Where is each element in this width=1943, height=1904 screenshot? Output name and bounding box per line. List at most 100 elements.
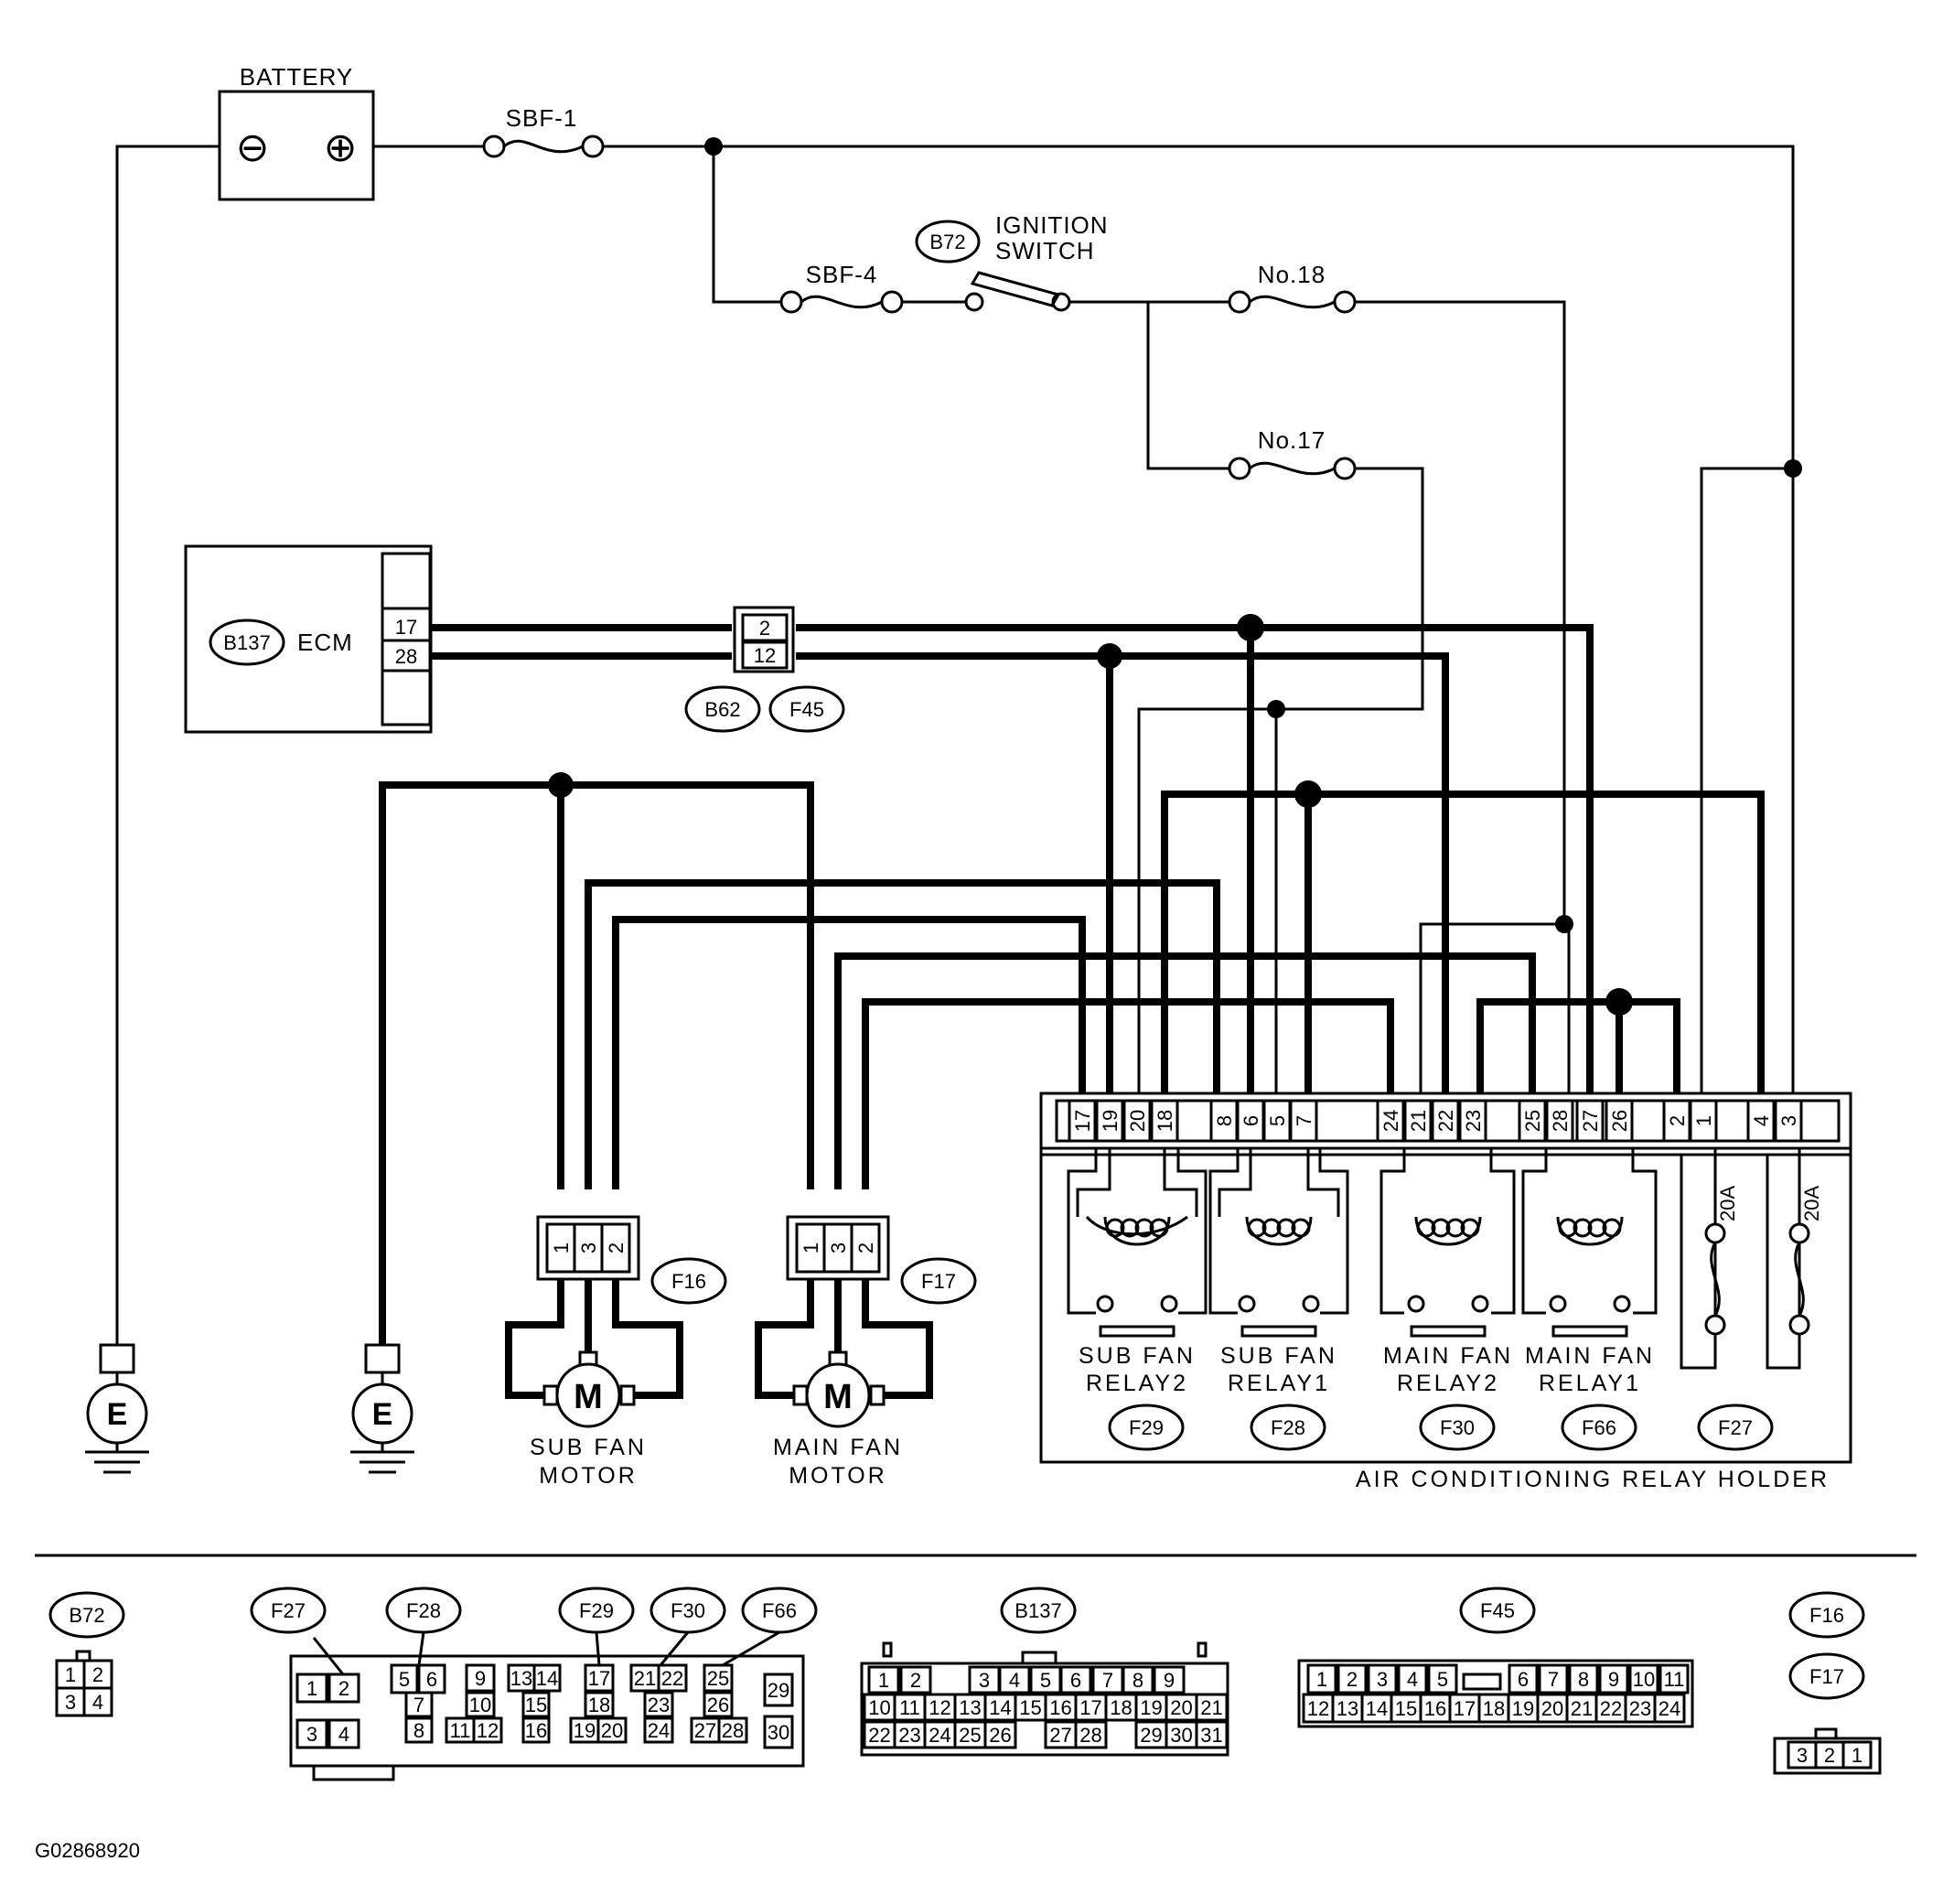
ecm-pin-28: 28 xyxy=(395,645,417,668)
ecm-connector-label: B137 xyxy=(223,631,270,654)
connector-pin-cell xyxy=(1195,1720,1229,1749)
connector-pin-number: 18 xyxy=(588,1694,610,1716)
relay-armature xyxy=(1410,1325,1487,1338)
connector-pin-number: 5 xyxy=(1437,1668,1448,1691)
connector-pin-cell xyxy=(983,1720,1017,1749)
relay-coil-turn xyxy=(1105,1218,1125,1238)
connector-pin-number: 1 xyxy=(65,1663,76,1686)
connector-pin-cell xyxy=(404,1716,434,1744)
connector-pin-number: 15 xyxy=(1019,1696,1041,1719)
fuse-20a-1-label: 20A xyxy=(1716,1186,1739,1221)
ground-2: E xyxy=(350,1343,414,1474)
relay-coil-turn xyxy=(1558,1218,1578,1238)
connector-pin-number: 26 xyxy=(989,1724,1011,1747)
holder-pin-cell xyxy=(1575,1099,1605,1143)
connector-pin-cell xyxy=(1302,1693,1335,1724)
holder-pin-cell xyxy=(1095,1099,1124,1143)
sub-motor-connector-label: F16 xyxy=(671,1270,706,1293)
connector-pin-number: 2 xyxy=(910,1669,921,1692)
holder-pin-cell xyxy=(1289,1099,1318,1143)
holder-pin-label: 19 xyxy=(1099,1110,1122,1132)
connector-pin-number: 22 xyxy=(868,1724,890,1747)
relay-coil-turn xyxy=(1149,1218,1169,1238)
sbf1-label: SBF-1 xyxy=(506,104,578,132)
connector-pin-number: 6 xyxy=(426,1668,437,1691)
relay-contact xyxy=(1407,1295,1425,1313)
holder-pin-cell xyxy=(1662,1099,1691,1143)
connector-view-label-ellipse xyxy=(1788,1652,1865,1700)
holder-pin-label: 22 xyxy=(1434,1110,1457,1132)
connector-view-label: F16 xyxy=(1809,1604,1844,1627)
connector-pin-cell xyxy=(521,1691,551,1718)
connector-pin-number: 13 xyxy=(510,1667,532,1690)
connector-pin-cell xyxy=(472,1716,503,1744)
main-motor-label-line2: MOTOR xyxy=(789,1463,887,1489)
relay-contact xyxy=(1302,1295,1320,1313)
connector-pin-number: 14 xyxy=(1366,1697,1388,1720)
holder-pin-cell xyxy=(1209,1099,1239,1143)
main-motor-pin-1: 1 xyxy=(800,1242,822,1253)
connector-pin-cell xyxy=(521,1716,551,1744)
relay-contact xyxy=(1238,1295,1256,1313)
relay-coil-turn xyxy=(1247,1218,1267,1238)
connector-pin-cell xyxy=(923,1693,957,1722)
connector-pin-cell xyxy=(690,1716,721,1744)
connector-pin-number: 5 xyxy=(399,1668,410,1691)
connector-view-label: F28 xyxy=(406,1599,441,1622)
holder-pin-cell xyxy=(1262,1099,1292,1143)
connector-pin-number: 23 xyxy=(648,1694,670,1716)
connector-pin-number: 11 xyxy=(1664,1668,1685,1691)
connector-pin-number: 3 xyxy=(306,1723,317,1746)
connector-pin-number: 24 xyxy=(929,1724,950,1747)
sub-motor-pin-3: 3 xyxy=(577,1242,600,1253)
sub-motor-label-line2: MOTOR xyxy=(539,1463,638,1489)
connector-pin-number: 9 xyxy=(1164,1669,1175,1692)
connector-pin-cell xyxy=(1427,1663,1458,1694)
connector-pin-number: 15 xyxy=(525,1694,547,1716)
connector-pin-number: 1 xyxy=(878,1669,889,1692)
connector-pin-number: 17 xyxy=(588,1667,610,1690)
connector-pin-number: 24 xyxy=(1659,1697,1680,1720)
connector-pin-number: 29 xyxy=(768,1679,789,1702)
relay-armature xyxy=(1240,1325,1317,1338)
holder-pin-cell xyxy=(1122,1099,1152,1143)
connector-view-label: B72 xyxy=(69,1604,104,1627)
connector-view-label: B137 xyxy=(1014,1599,1061,1622)
battery: BATTERY ⊖ ⊕ xyxy=(218,63,375,201)
joint-conn-f45: F45 xyxy=(789,698,824,721)
connector-pin-cell xyxy=(1336,1663,1368,1694)
connector-pin-number: 2 xyxy=(1824,1744,1835,1767)
sub-motor-symbol: M xyxy=(574,1378,603,1416)
no17-label: No.17 xyxy=(1258,426,1326,454)
connector-pin-number: 4 xyxy=(1009,1669,1020,1692)
fuse-no17: No.17 xyxy=(1228,426,1357,480)
connector-pin-number: 25 xyxy=(959,1724,981,1747)
connector-pin-cell xyxy=(1044,1693,1078,1722)
holder-pin-label: 25 xyxy=(1521,1110,1544,1132)
connector-pin-number: 12 xyxy=(929,1696,950,1719)
joint-conn-b62: B62 xyxy=(704,698,740,721)
holder-pin-cell xyxy=(1746,1099,1776,1143)
connector-view-label: F30 xyxy=(671,1599,705,1622)
holder-pin-label: 8 xyxy=(1213,1115,1236,1126)
connector-pin-number: 10 xyxy=(1633,1668,1655,1691)
holder-pin-label: 28 xyxy=(1549,1110,1572,1132)
thin-wires xyxy=(115,145,1795,1354)
connector-pin-cell xyxy=(863,1720,896,1749)
thick-wires xyxy=(379,624,1765,1354)
connector-pin-number: 9 xyxy=(1608,1668,1619,1691)
connector-view-label-ellipse xyxy=(1000,1587,1077,1634)
connector-pin-number: 1 xyxy=(306,1677,317,1700)
connector-view-label-ellipse xyxy=(250,1587,327,1634)
relay-label-line1: SUB FAN xyxy=(1079,1343,1196,1369)
connector-pin-cell xyxy=(643,1716,674,1744)
connector-pin-cell xyxy=(507,1663,536,1693)
holder-pin-cell xyxy=(1150,1099,1179,1143)
fuse-20a-2: 20A xyxy=(1788,1186,1823,1336)
connector-pin-number: 16 xyxy=(1424,1697,1446,1720)
connector-pin-cell xyxy=(763,1715,794,1749)
connector-pin-number: 14 xyxy=(989,1696,1011,1719)
connector-pin-cell xyxy=(998,1665,1031,1694)
sub-motor-pin-1: 1 xyxy=(550,1242,573,1253)
f27-connector-label: F27 xyxy=(1718,1416,1753,1439)
